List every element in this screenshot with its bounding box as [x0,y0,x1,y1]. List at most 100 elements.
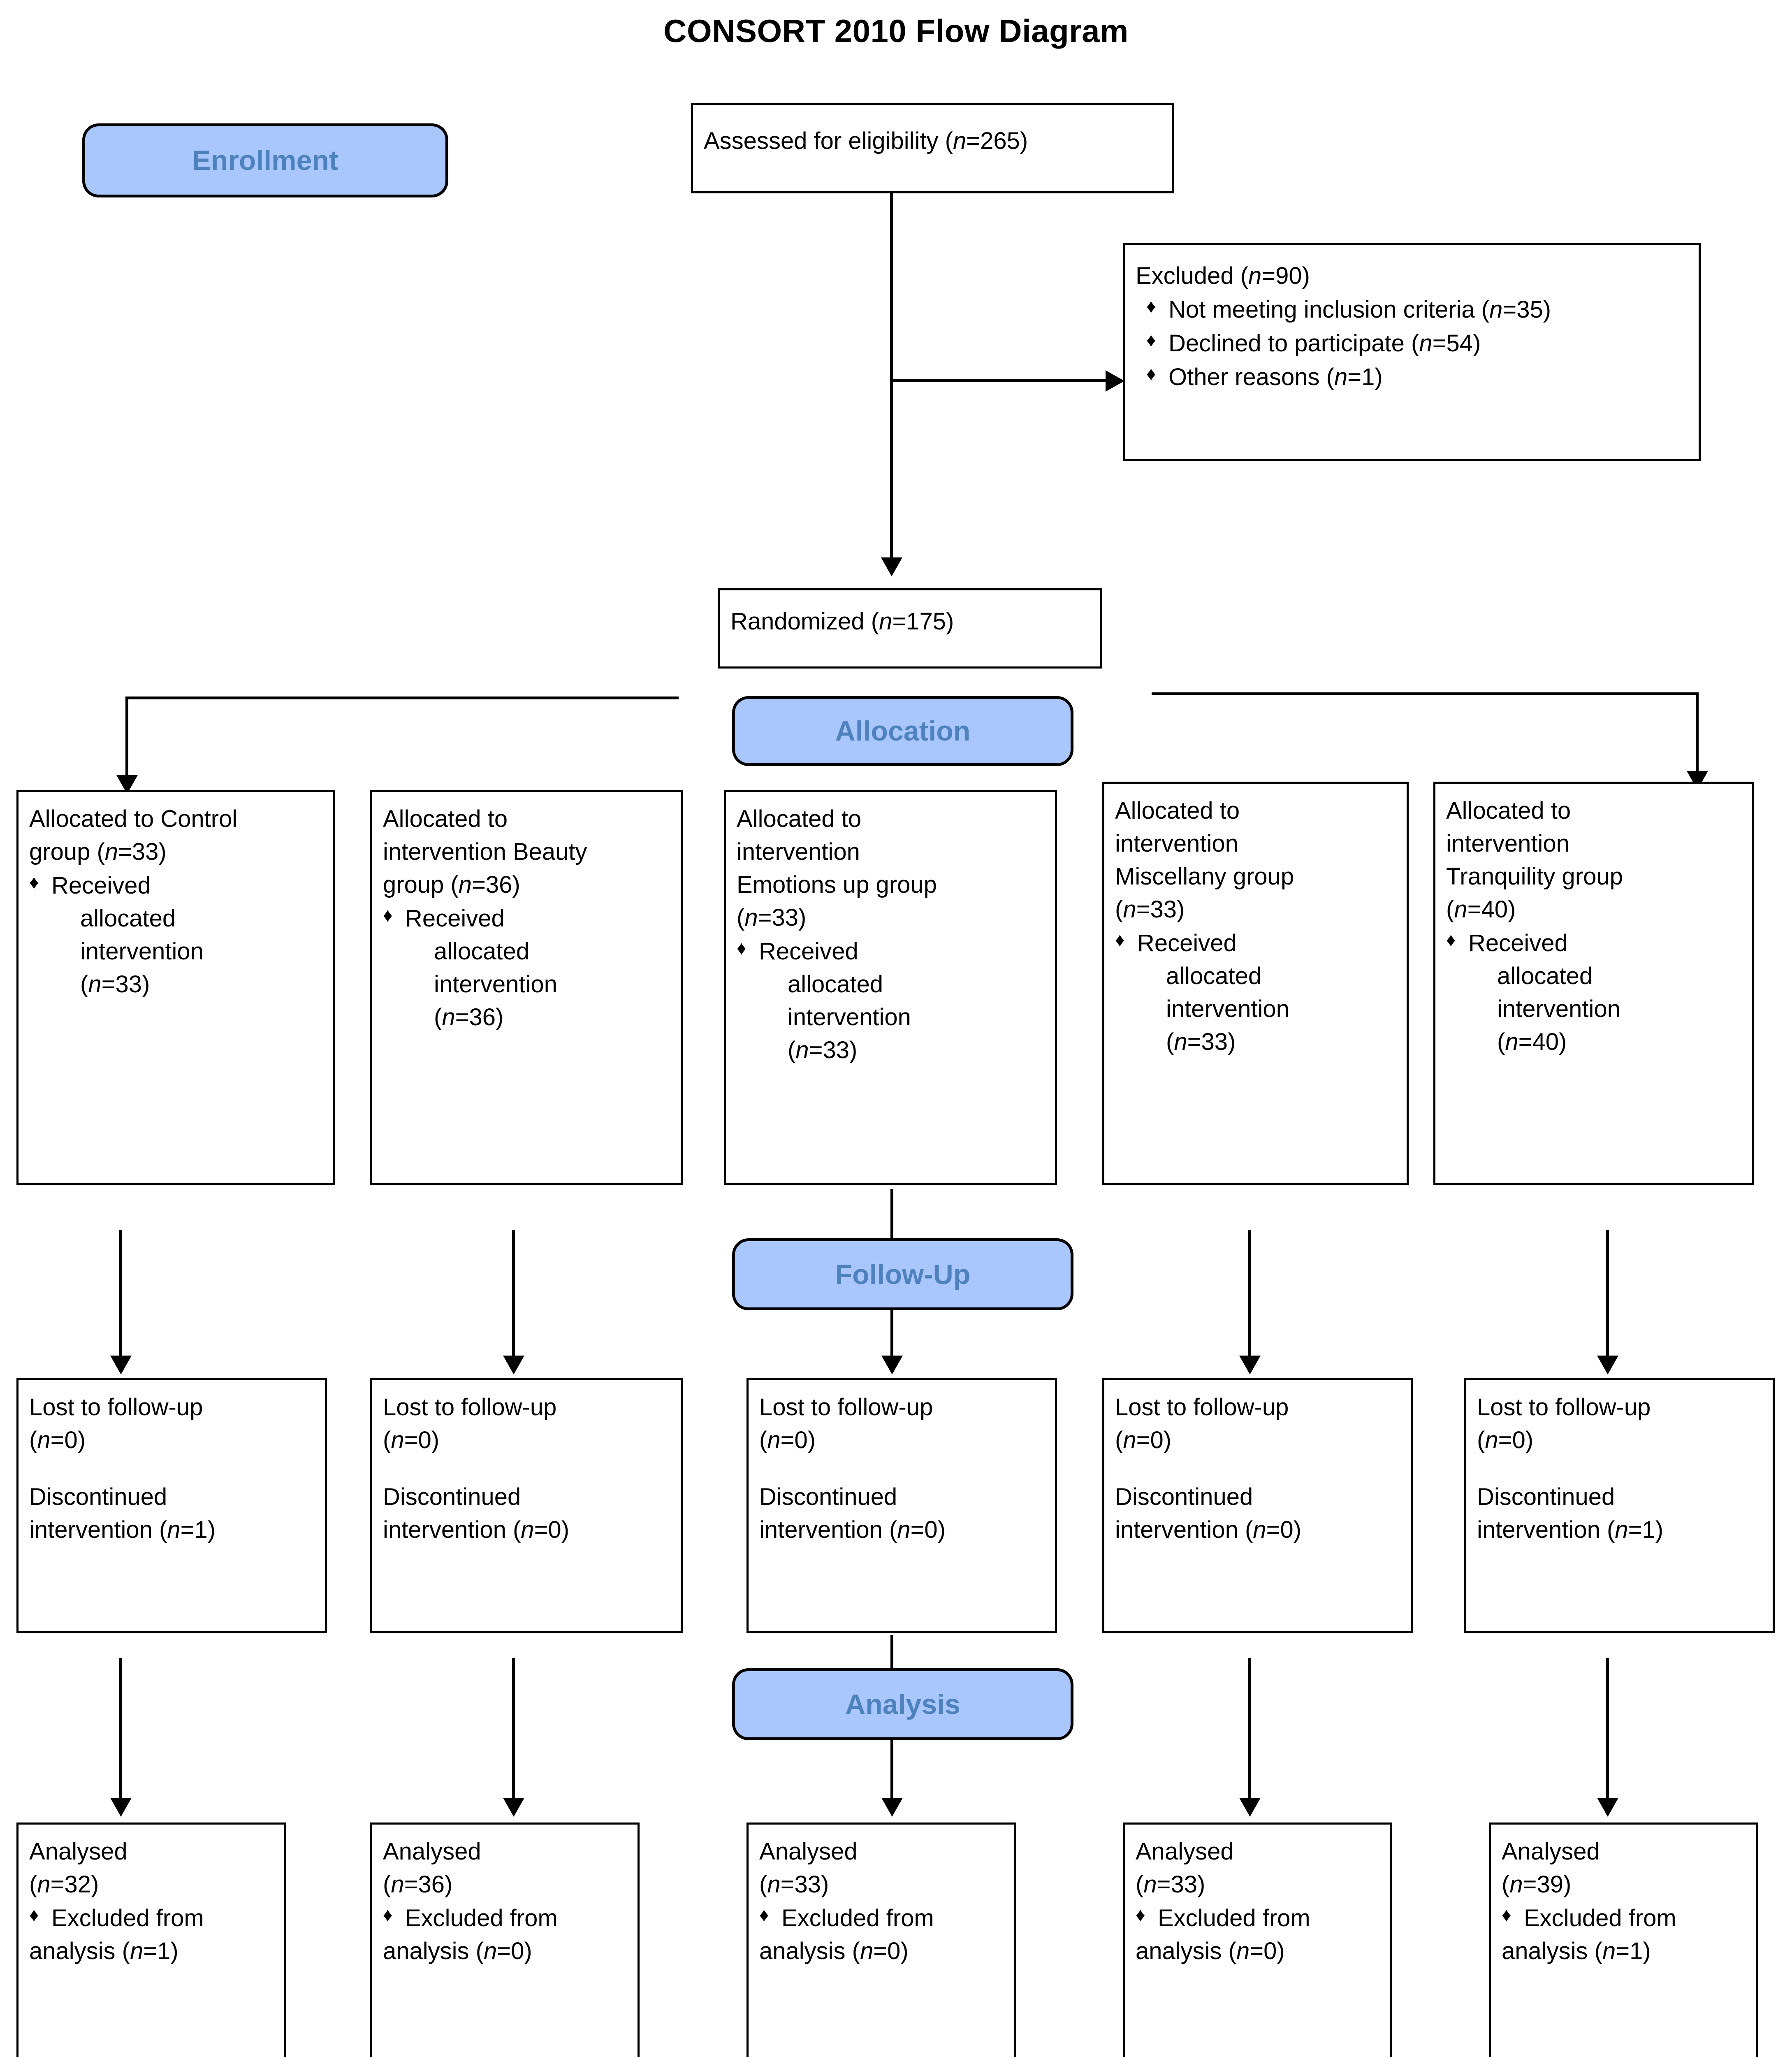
stage-badge-analysis-label: Analysis [845,1688,960,1720]
connector-alloc-to-followup-col4 [1248,1230,1251,1358]
analysed-bullet-item: ♦ Excluded from [383,1902,627,1935]
followup-disc-post: =0) [1266,1516,1302,1544]
analysed-excluded-line: Excluded from [1158,1905,1310,1932]
allocated-line: intervention [1115,830,1238,857]
analysed-post: =36) [404,1871,453,1898]
analysed-n-symbol: n [37,1871,51,1898]
allocated-bullet-n-symbol: n [795,1037,809,1064]
allocated-group-line: (n=33) [1115,893,1396,926]
connector-alloc-to-followup-col5 [1606,1230,1609,1358]
assessed-n-symbol: n [953,128,967,154]
page-title: CONSORT 2010 Flow Diagram [663,13,1129,49]
branch-line-right [1152,692,1699,695]
box-allocated-control: Allocated to Control group (n=33) ♦ Rece… [16,790,335,1185]
allocated-bullet-n-line: (n=33) [759,1034,1044,1067]
analysed-bullet-item: ♦ Excluded from [29,1902,273,1935]
allocated-bullet-item: ♦ Received allocated intervention (n=33) [29,869,322,1001]
followup-disc-post: =1) [180,1516,216,1544]
arrowhead-analysis-col3 [881,1798,903,1817]
analysed-excluded-n-line: analysis (n=0) [759,1935,1003,1968]
followup-lost-line: Lost to follow-up [1477,1394,1651,1421]
stage-badge-followup: Follow-Up [732,1238,1073,1310]
arrowhead-followup-col2 [503,1356,524,1374]
excluded-heading-n-symbol: n [1248,262,1262,289]
analysed-paren: ( [29,1871,37,1898]
analysed-excluded-post: =0) [497,1938,532,1965]
analysed-n-line: (n=33) [759,1868,1003,1901]
allocated-line: Allocated to [383,806,508,832]
allocated-group-line: group (n=36) [383,868,670,901]
followup-lost-n-symbol: n [767,1427,781,1454]
diamond-bullet-icon: ♦ [1146,295,1156,317]
followup-disc-n-symbol: n [1253,1516,1266,1544]
allocated-bullet-n-symbol: n [1174,1028,1187,1056]
analysed-excluded-n-symbol: n [1602,1938,1616,1965]
allocated-group-pre: ( [737,904,745,931]
allocated-bullet-paren: ( [80,971,88,998]
followup-lost-post: =0) [404,1427,440,1454]
analysed-n-line: (n=36) [383,1868,627,1901]
excluded-bullet-1-pre: Not meeting inclusion criteria ( [1168,296,1490,323]
allocated-group-line: (n=40) [1446,893,1741,926]
followup-disc-pre: intervention ( [29,1516,167,1544]
followup-lost-paren: ( [29,1427,37,1454]
analysed-n-line: (n=33) [1136,1868,1379,1901]
allocated-group-pre: ( [1446,896,1454,923]
analysed-n-symbol: n [1143,1871,1157,1898]
analysed-excluded-n-line: analysis (n=1) [1502,1935,1746,1968]
followup-disc-n-line: intervention (n=0) [759,1514,1044,1546]
allocated-group-pre: group ( [383,871,459,898]
allocated-group-n-symbol: n [458,871,472,898]
box-followup-beauty: Lost to follow-up (n=0) Discontinued int… [370,1378,683,1633]
analysed-excluded-line: Excluded from [51,1905,204,1932]
allocated-bullet-post: =36) [455,1004,504,1031]
allocated-bullet-item: ♦ Received allocated intervention (n=40) [1446,927,1741,1059]
followup-disc-n-line: intervention (n=0) [383,1514,670,1546]
excluded-heading-pre: Excluded ( [1136,262,1249,289]
analysed-excluded-pre: analysis ( [759,1938,860,1965]
analysed-excluded-line: Excluded from [1524,1905,1676,1932]
analysed-excluded-n-line: analysis (n=0) [1136,1935,1379,1968]
diamond-bullet-icon: ♦ [29,1904,39,1926]
allocated-group-n-symbol: n [1123,896,1136,923]
randomized-n-symbol: n [879,608,893,635]
box-analysed-miscellany: Analysed (n=33) ♦ Excluded from analysis… [1123,1823,1392,2057]
box-analysed-tranquility: Analysed (n=39) ♦ Excluded from analysis… [1489,1823,1758,2057]
box-followup-miscellany: Lost to follow-up (n=0) Discontinued int… [1102,1378,1413,1633]
allocated-bullet-line: Received [51,872,151,899]
branch-line-left [125,697,679,699]
followup-disc-n-symbol: n [897,1516,911,1544]
arrowhead-followup-col3 [881,1356,903,1374]
allocated-bullet-line: intervention [434,971,557,998]
excluded-bullet-1-n-symbol: n [1489,296,1503,323]
allocated-bullet-post: =33) [809,1037,858,1064]
allocated-line: Allocated to [737,806,862,832]
excluded-bullet-3-pre: Other reasons ( [1168,364,1334,391]
randomized-text-pre: Randomized ( [730,608,879,635]
followup-lost-line: Lost to follow-up [759,1394,933,1421]
allocated-bullet-paren: ( [434,1004,442,1031]
followup-disc-line: Discontinued [759,1484,897,1511]
followup-lost-n-line: (n=0) [29,1424,314,1457]
excluded-bullet-1-post: =35) [1502,296,1551,323]
excluded-bullet-2-n-symbol: n [1419,330,1433,357]
allocated-line: Allocated to [1446,797,1571,824]
allocated-bullet-item: ♦ Received allocated intervention (n=33) [737,935,1044,1067]
analysed-bullet-item: ♦ Excluded from [1502,1902,1746,1935]
followup-disc-post: =1) [1628,1516,1664,1544]
analysed-bullet-item: ♦ Excluded from [1136,1902,1379,1935]
arrowhead-analysis-col1 [110,1798,132,1817]
box-analysed-emotions-up: Analysed (n=33) ♦ Excluded from analysis… [746,1823,1016,2057]
allocated-bullet-line: Received [405,905,505,932]
analysed-excluded-n-symbol: n [130,1938,144,1965]
followup-disc-pre: intervention ( [1115,1516,1253,1544]
followup-disc-n-line: intervention (n=0) [1115,1514,1400,1546]
diamond-bullet-icon: ♦ [383,1904,393,1926]
stage-badge-enrollment-label: Enrollment [192,145,338,176]
analysed-post: =33) [780,1871,829,1898]
allocated-bullet-n-line: (n=36) [405,1001,670,1034]
followup-disc-line: Discontinued [383,1484,521,1511]
followup-lost-line: Lost to follow-up [383,1394,557,1421]
analysed-paren: ( [759,1871,767,1898]
